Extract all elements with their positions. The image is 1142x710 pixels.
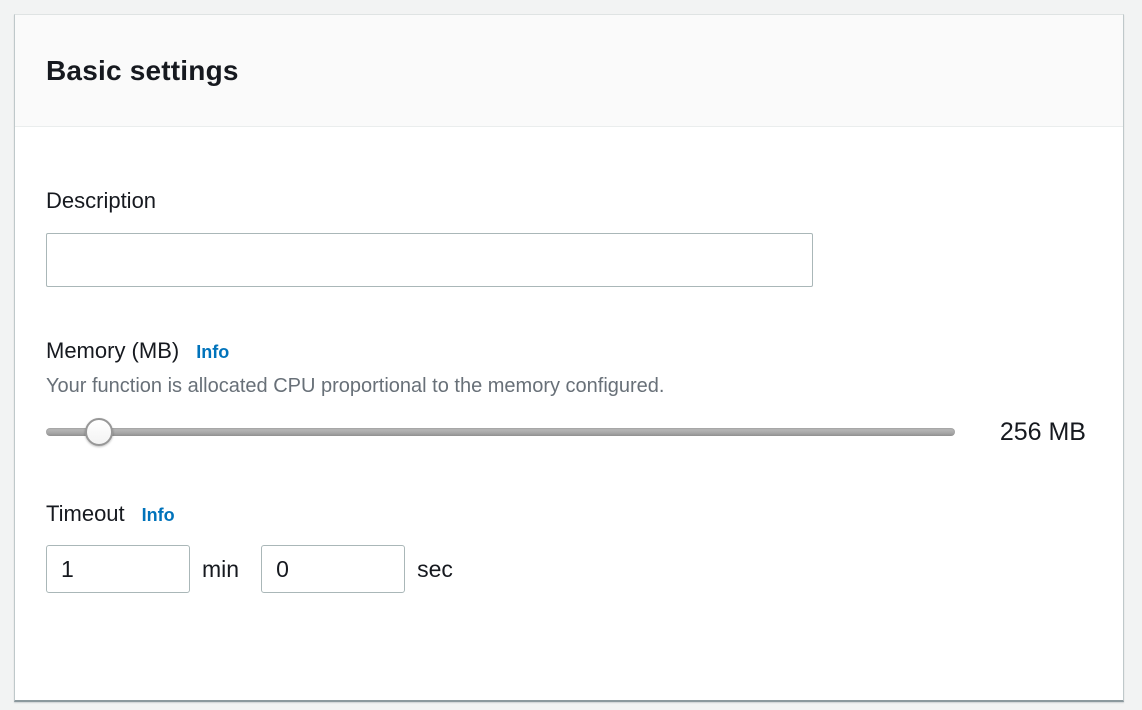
timeout-minutes-input[interactable] — [46, 545, 190, 593]
memory-info-link[interactable]: Info — [196, 342, 230, 362]
basic-settings-panel: Basic settings Description Memory (MB) I… — [14, 14, 1124, 702]
timeout-label-row: Timeout Info — [46, 500, 1092, 528]
panel-header: Basic settings — [15, 15, 1123, 127]
memory-slider-track[interactable] — [46, 428, 955, 436]
description-label: Description — [46, 188, 157, 213]
timeout-field: Timeout Info min sec — [46, 500, 1092, 593]
memory-label-row: Memory (MB) Info — [46, 337, 1092, 365]
timeout-seconds-unit: sec — [417, 555, 453, 582]
timeout-minutes-unit: min — [202, 555, 240, 582]
timeout-label: Timeout — [46, 501, 125, 526]
timeout-inputs-row: min sec — [46, 545, 1092, 593]
memory-slider[interactable] — [46, 418, 955, 446]
memory-help-text: Your function is allocated CPU proportio… — [46, 375, 665, 397]
memory-value: 256 MB — [999, 417, 1086, 446]
timeout-info-link[interactable]: Info — [141, 505, 175, 525]
memory-slider-row: 256 MB — [46, 408, 1092, 456]
memory-label: Memory (MB) — [46, 338, 180, 363]
description-field: Description — [46, 187, 1092, 287]
memory-field: Memory (MB) Info Your function is alloca… — [46, 337, 1092, 456]
description-input[interactable] — [46, 233, 813, 287]
panel-body: Description Memory (MB) Info Your functi… — [15, 127, 1123, 593]
panel-title: Basic settings — [46, 54, 239, 86]
timeout-seconds-input[interactable] — [261, 545, 406, 593]
memory-slider-thumb[interactable] — [84, 418, 113, 446]
